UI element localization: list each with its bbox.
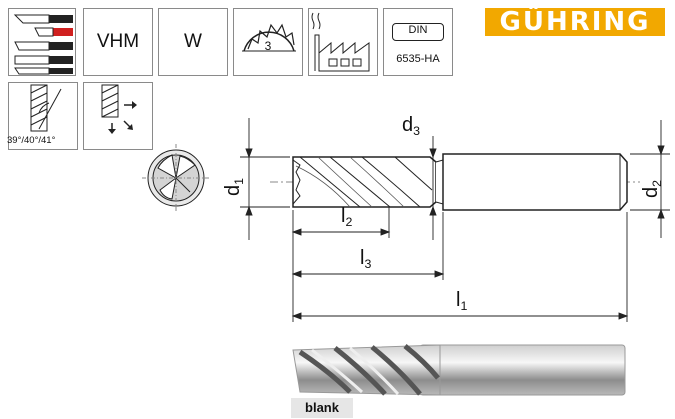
d2-main: d <box>640 186 662 198</box>
material-label: VHM <box>96 31 140 52</box>
helix-angle-icon <box>30 84 62 132</box>
d3-sub: 3 <box>413 124 421 139</box>
l1-main: l <box>456 289 461 311</box>
side-view <box>270 153 640 211</box>
l2-main: l <box>341 205 346 227</box>
factory-box <box>308 8 378 76</box>
dimension-d3: d3 <box>402 114 421 139</box>
tool-photo <box>292 344 626 396</box>
l3-sub: 3 <box>364 257 372 272</box>
coating-label: blank <box>291 398 353 418</box>
l3-main: l <box>360 247 365 269</box>
din-number: 6535-HA <box>396 53 440 65</box>
din-label: DIN <box>408 24 428 36</box>
helix-angles-label: 39°/40°/41° <box>7 135 56 146</box>
d2-sub: 2 <box>650 179 665 187</box>
dimension-l1: l1 <box>456 289 468 314</box>
l2-sub: 2 <box>345 215 353 230</box>
dimension-d1: d1 <box>222 177 247 196</box>
brand-logo: GÜHRING <box>485 8 665 36</box>
din-frame <box>392 23 444 41</box>
application-icon-box <box>8 8 76 76</box>
factory-icon <box>311 12 370 72</box>
d1-sub: 1 <box>232 177 247 185</box>
tool-application-icon <box>13 14 73 75</box>
dimension-d2: d2 <box>640 179 665 198</box>
d3-main: d <box>402 114 414 136</box>
d1-main: d <box>222 184 244 196</box>
dimension-lines <box>240 118 670 322</box>
feed-direction-icon <box>101 84 137 134</box>
dimension-l3: l3 <box>360 247 372 272</box>
dimension-l2: l2 <box>341 205 353 230</box>
flutes-icon <box>242 23 296 52</box>
type-box: W <box>158 8 228 76</box>
type-label: W <box>184 31 202 52</box>
flutes-count: 3 <box>264 39 272 53</box>
feed-direction-box <box>83 82 153 150</box>
l1-sub: 1 <box>460 299 468 314</box>
din-box: DIN 6535-HA <box>383 8 453 76</box>
material-box: VHM <box>83 8 153 76</box>
flutes-box: 3 <box>233 8 303 76</box>
end-view <box>142 144 210 212</box>
helix-angle-box: 39°/40°/41° <box>7 82 78 150</box>
